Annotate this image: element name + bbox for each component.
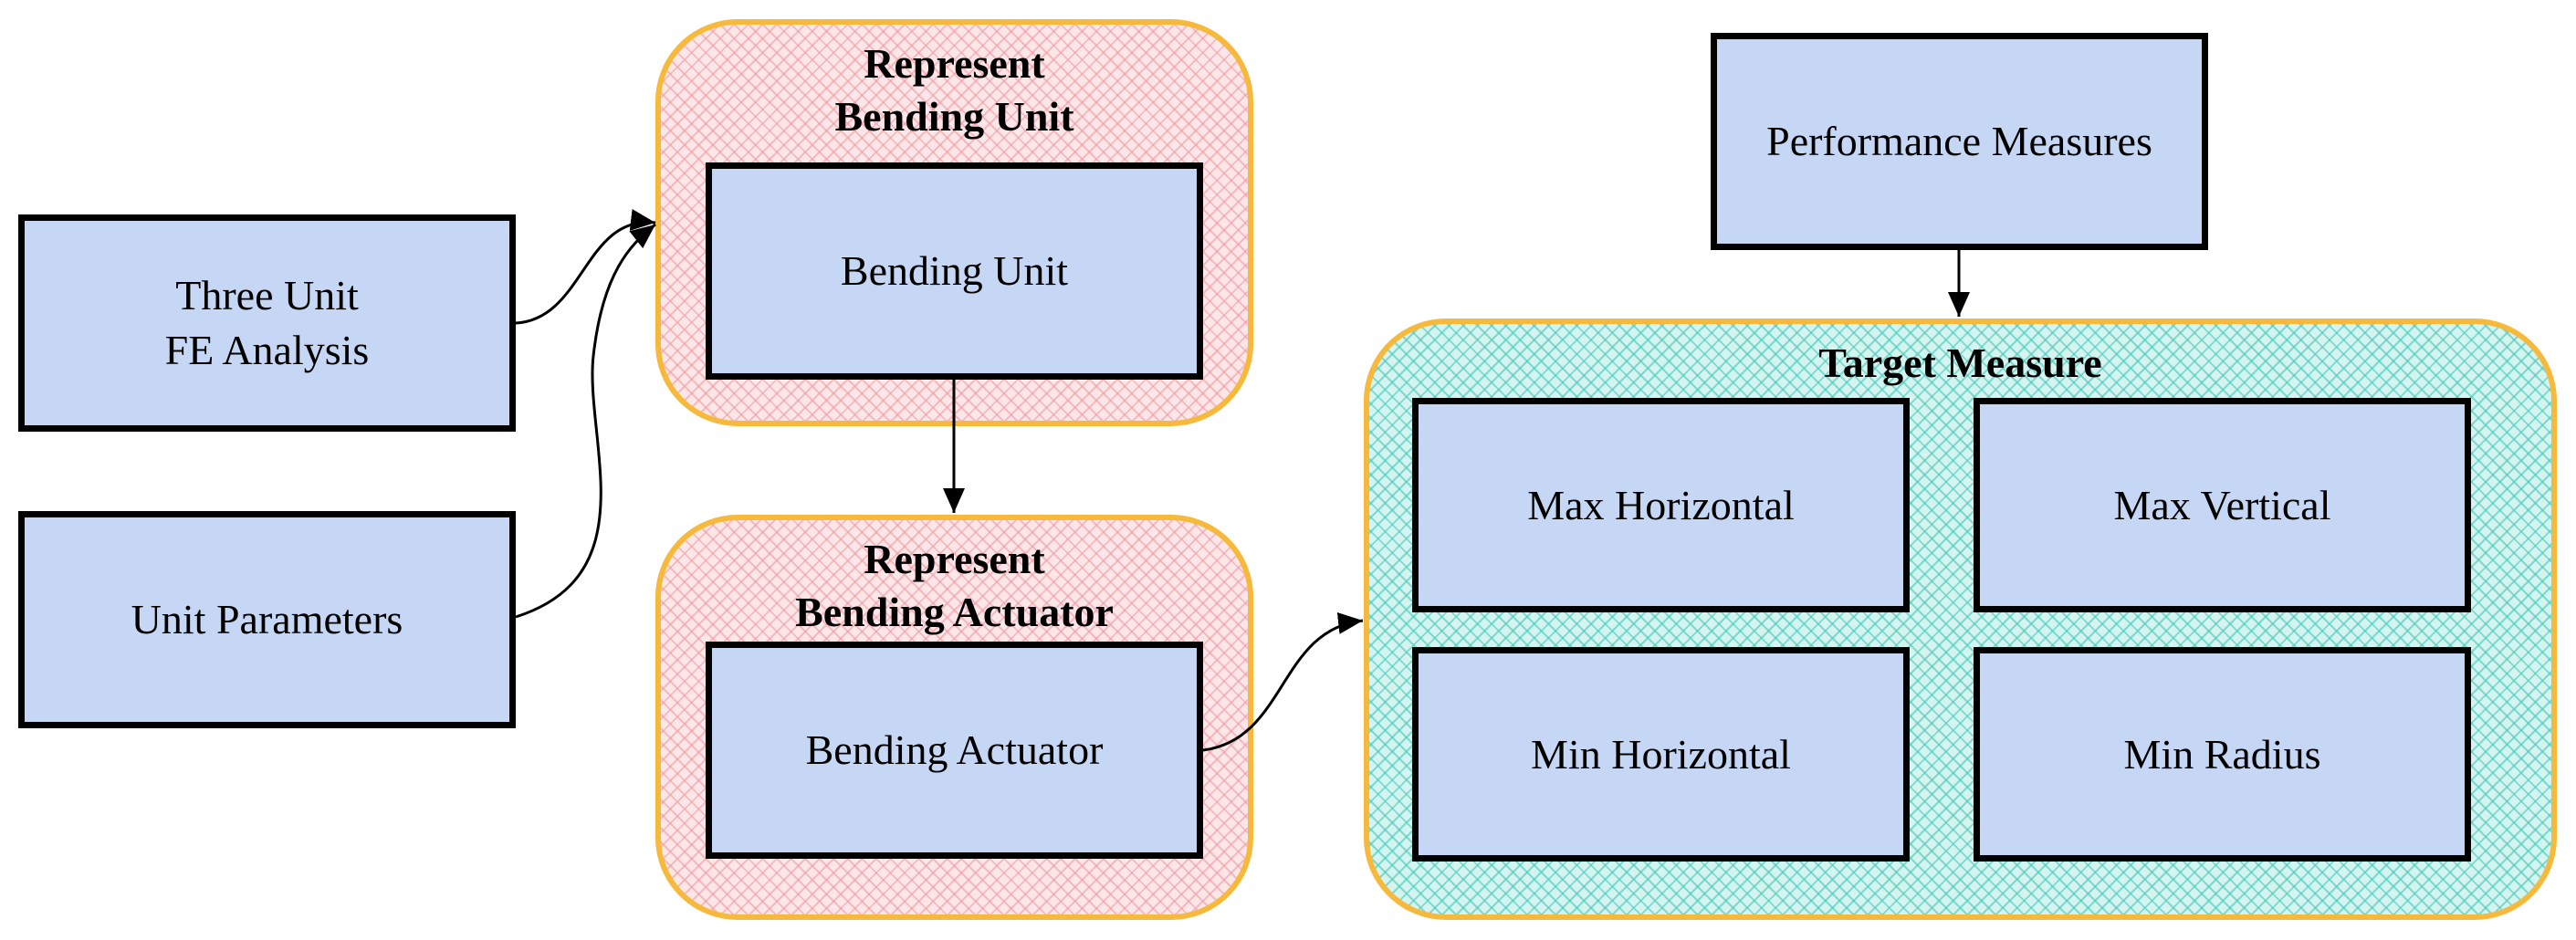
- node-performance-measures: Performance Measures: [1711, 33, 2208, 250]
- edge-three-unit-to-represent-bending-unit: [515, 209, 656, 325]
- group-title-target-measure: Target Measure: [1818, 339, 2102, 386]
- edge-unit-parameters-to-represent-bending-unit: [515, 223, 656, 619]
- node-min-horizontal: Min Horizontal: [1412, 647, 1910, 862]
- node-max-horizontal: Max Horizontal: [1412, 398, 1910, 612]
- node-max-vertical: Max Vertical: [1974, 398, 2471, 612]
- group-title-represent-bending-unit: Represent Bending Unit: [834, 40, 1074, 140]
- node-unit-parameters: Unit Parameters: [18, 511, 516, 728]
- node-bending-actuator: Bending Actuator: [706, 642, 1203, 859]
- node-bending-unit: Bending Unit: [706, 162, 1203, 380]
- group-title-represent-bending-actuator: Represent Bending Actuator: [795, 536, 1114, 635]
- node-min-radius: Min Radius: [1974, 647, 2471, 862]
- node-three-unit-fe-analysis: Three Unit FE Analysis: [18, 214, 516, 432]
